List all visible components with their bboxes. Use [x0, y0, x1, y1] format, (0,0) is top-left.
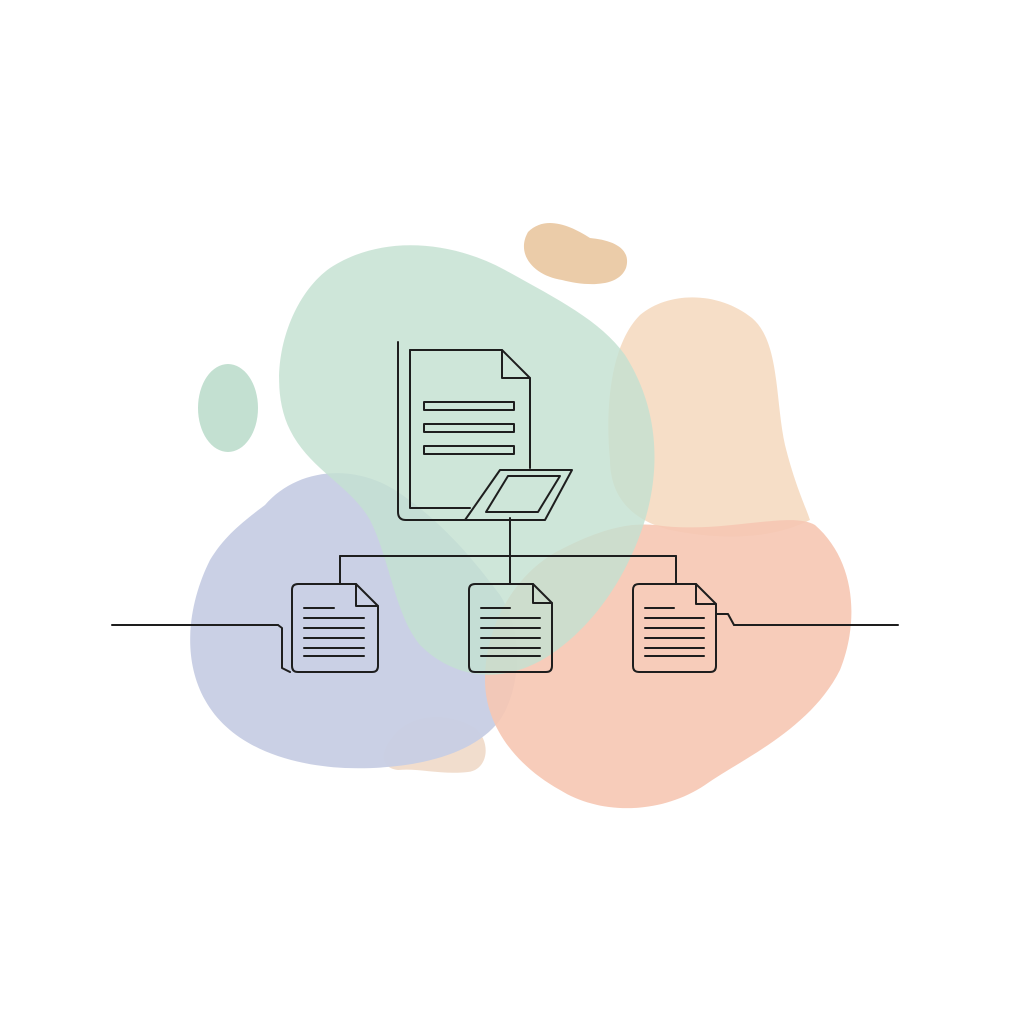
- tan-blob: [523, 222, 628, 285]
- connector-lines: [111, 517, 899, 673]
- green-blob: [279, 245, 655, 675]
- right-output-bend: [715, 613, 735, 626]
- left-input-bend: [277, 624, 291, 673]
- document-with-folder-icon: [397, 341, 573, 521]
- green-oval-blob: [198, 364, 258, 452]
- document-icon-center: [468, 583, 553, 673]
- background-blobs: [190, 222, 852, 809]
- peach-blob: [608, 297, 810, 537]
- document-icon-left: [291, 583, 379, 673]
- document-icon-right: [632, 583, 717, 673]
